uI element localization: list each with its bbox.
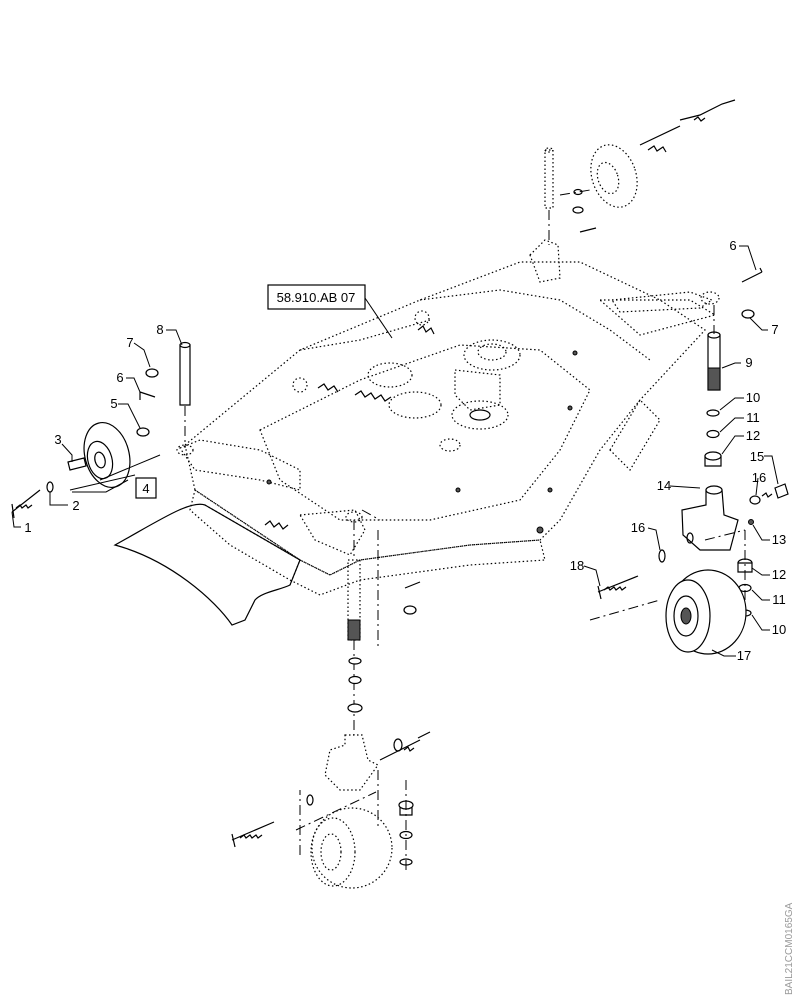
callout-16-upper[interactable]: 16: [752, 470, 766, 485]
callout-9[interactable]: 9: [745, 355, 752, 370]
callout-11-upper[interactable]: 11: [746, 410, 760, 425]
callout-12-upper[interactable]: 12: [746, 428, 760, 443]
drawing-id-watermark: BAIL21CCM0165GA: [784, 902, 795, 995]
callout-13[interactable]: 13: [772, 532, 786, 547]
callout-5[interactable]: 5: [110, 396, 117, 411]
reference-box: [267, 284, 366, 310]
reference-label[interactable]: 58.910.AB 07: [277, 290, 356, 305]
center-lines: [69, 454, 746, 855]
callout-14[interactable]: 14: [657, 478, 671, 493]
callout-15[interactable]: 15: [750, 449, 764, 464]
callout-12-lower[interactable]: 12: [772, 567, 786, 582]
rear-wheel-assembly: [544, 99, 736, 245]
leader-lines: [11, 245, 779, 657]
callout-7-right[interactable]: 7: [771, 322, 778, 337]
callout-4-box: [135, 477, 157, 499]
callout-8[interactable]: 8: [156, 322, 163, 337]
callout-3[interactable]: 3: [54, 432, 61, 447]
callout-2[interactable]: 2: [72, 498, 79, 513]
callout-6-right[interactable]: 6: [729, 238, 736, 253]
callout-10-lower[interactable]: 10: [772, 622, 786, 637]
callout-6-left[interactable]: 6: [116, 370, 123, 385]
callout-10-upper[interactable]: 10: [746, 390, 760, 405]
reference-callout[interactable]: 58.910.AB 07: [267, 284, 366, 310]
callout-17[interactable]: 17: [737, 648, 751, 663]
callout-7-left[interactable]: 7: [126, 335, 133, 350]
mower-deck: [113, 239, 720, 626]
callout-16-lower[interactable]: 16: [631, 520, 645, 535]
right-caster-assembly: [597, 267, 789, 655]
callout-11-lower[interactable]: 11: [772, 592, 786, 607]
callouts: 1 2 3 4 5 6 7 8 6 7 9 10 11 12 14 16 15 …: [24, 238, 786, 663]
callout-18[interactable]: 18: [570, 558, 584, 573]
lower-caster-assembly: [231, 520, 431, 889]
callout-1[interactable]: 1: [24, 520, 31, 535]
callout-4[interactable]: 4: [142, 481, 149, 496]
